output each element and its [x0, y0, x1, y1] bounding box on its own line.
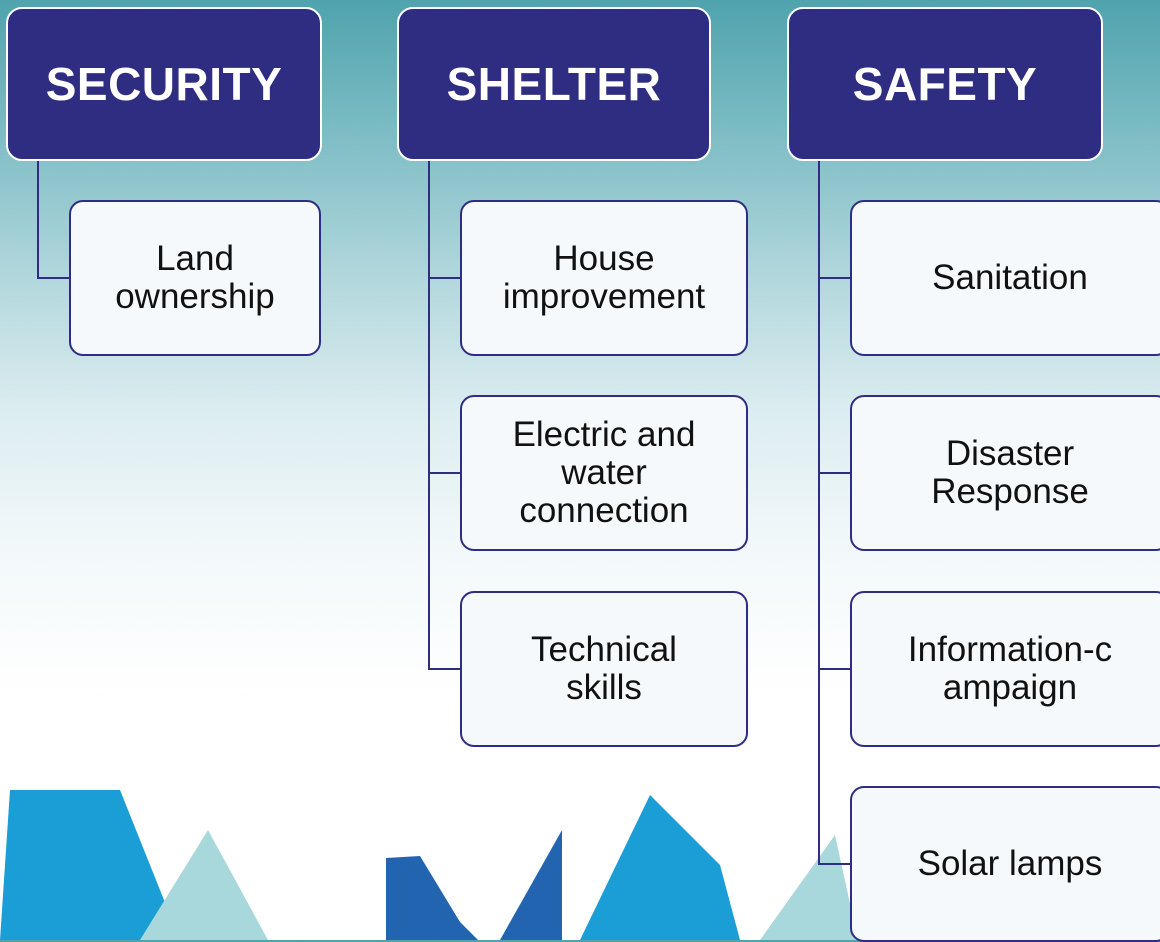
box-label: Solar lamps [917, 844, 1103, 883]
box-technical-skills: Technical skills [460, 591, 748, 747]
logo-blue-n-shape [386, 856, 478, 940]
box-label: Disaster Response [931, 434, 1089, 511]
box-disaster-response: Disaster Response [850, 395, 1160, 551]
connector-safety-sanitation [818, 277, 852, 279]
box-label: Electric and water connection [512, 415, 696, 530]
box-label: House improvement [502, 239, 706, 316]
header-shelter: SHELTER [397, 7, 711, 161]
header-shelter-label: SHELTER [446, 58, 662, 110]
connector-safety-disaster [818, 472, 852, 474]
connector-safety [818, 161, 820, 865]
box-label: Land ownership [115, 239, 275, 316]
connector-shelter-house [428, 277, 462, 279]
header-safety: SAFETY [787, 7, 1103, 161]
header-security: SECURITY [6, 7, 322, 161]
logo-left-cyan-chevron [0, 790, 180, 940]
logo-teal-chevron-2 [760, 835, 858, 940]
box-label: Sanitation [932, 258, 1088, 297]
connector-shelter-skills [428, 668, 462, 670]
box-information-campaign: Information-campaign [850, 591, 1160, 747]
connector-security-land [37, 277, 71, 279]
connector-shelter [428, 161, 430, 670]
box-land-ownership: Land ownership [69, 200, 321, 356]
header-security-label: SECURITY [45, 58, 283, 110]
logo-teal-chevron-1 [140, 830, 268, 940]
logo-cyan-peak [580, 795, 740, 940]
box-electric-water: Electric and water connection [460, 395, 748, 551]
box-sanitation: Sanitation [850, 200, 1160, 356]
connector-shelter-electric [428, 472, 462, 474]
connector-safety-solar [818, 863, 852, 865]
connector-security [37, 161, 39, 279]
box-label: Information-campaign [907, 630, 1113, 707]
connector-safety-campaign [818, 668, 852, 670]
header-safety-label: SAFETY [852, 58, 1038, 110]
logo-blue-k-shape [500, 830, 562, 940]
box-label: Technical skills [531, 630, 677, 707]
box-solar-lamps: Solar lamps [850, 786, 1160, 942]
box-house-improvement: House improvement [460, 200, 748, 356]
